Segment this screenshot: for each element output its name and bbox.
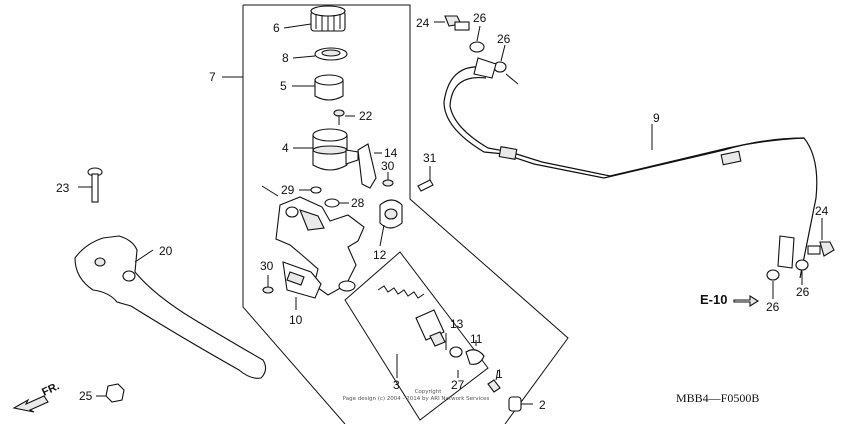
callout-31: 31 [423, 151, 437, 165]
circlip-part-11 [465, 349, 485, 365]
pivot-bolt-part-23 [78, 167, 103, 203]
sealing-washer-part-26-lower-a [766, 269, 780, 299]
callout-24-lower: 24 [815, 204, 829, 218]
callout-3: 3 [393, 378, 400, 392]
reservoir-body-part-4 [293, 128, 359, 171]
leader-lines [396, 333, 499, 381]
banjo-bolt-part-24-upper [434, 15, 470, 31]
switch-part-10 [282, 261, 322, 310]
o-ring-part-29 [299, 186, 322, 194]
banjo-bolt-part-24-lower [807, 218, 835, 257]
screw-part-30-upper [382, 172, 394, 187]
callout-30-upper: 30 [381, 159, 395, 173]
callout-7: 7 [209, 70, 216, 84]
master-cylinder-body [261, 185, 365, 296]
sealing-washer-part-26-lower-b [795, 259, 809, 285]
clamp-part-14 [357, 143, 382, 189]
front-direction-arrow: FR. [12, 380, 61, 413]
section-reference: E-10 [700, 292, 760, 307]
callout-8: 8 [282, 51, 289, 65]
callout-5: 5 [280, 79, 287, 93]
sealing-washer-part-26-upper-a [469, 25, 485, 53]
callout-13: 13 [450, 317, 464, 331]
cap-part-2 [508, 396, 533, 412]
callout-26-lower-b: 26 [796, 285, 810, 299]
callout-28: 28 [351, 196, 365, 210]
callout-11: 11 [470, 332, 483, 346]
clutch-hose-part-9 [443, 57, 818, 279]
callout-numbers: 6 8 7 5 22 4 14 30 31 29 28 23 20 12 30 … [56, 11, 829, 412]
copyright-notice: Copyright Page design (c) 2004 - 2014 by… [343, 389, 490, 402]
front-direction-label: FR. [40, 380, 61, 398]
callout-22: 22 [359, 109, 373, 123]
callout-27: 27 [451, 378, 465, 392]
callout-26-upper-a: 26 [473, 11, 487, 25]
screw-part-22 [333, 109, 355, 125]
assembly-boundary-3 [344, 251, 489, 421]
callout-6: 6 [273, 21, 280, 35]
callout-20: 20 [159, 244, 173, 258]
callout-26-lower-a: 26 [766, 300, 780, 314]
diaphragm-part-5 [292, 74, 344, 101]
callout-24-upper: 24 [416, 16, 430, 30]
boot-part-27 [449, 346, 463, 358]
clutch-lever-part-20 [74, 235, 267, 379]
reservoir-cap-part-6 [283, 5, 346, 32]
callout-29: 29 [281, 183, 295, 197]
diagram-code: MBB4—F0500B [676, 391, 759, 405]
callout-26-upper-b: 26 [497, 32, 511, 46]
callout-9: 9 [653, 111, 660, 125]
screw-part-30-lower [262, 275, 274, 294]
callout-10: 10 [289, 313, 303, 327]
callout-30-lower: 30 [260, 259, 274, 273]
callout-1: 1 [496, 367, 503, 381]
screw-part-31 [417, 166, 434, 192]
assembly-boundary-7 [222, 4, 569, 424]
callout-14: 14 [384, 146, 398, 160]
holder-part-12 [379, 199, 403, 247]
section-ref-label: E-10 [700, 292, 727, 307]
callout-4: 4 [282, 141, 289, 155]
piston-kit [377, 285, 446, 347]
callout-2: 2 [539, 398, 546, 412]
copyright-line-2: Page design (c) 2004 - 2014 by ARI Netwo… [343, 396, 490, 402]
callout-12: 12 [373, 248, 387, 262]
callout-23: 23 [56, 181, 70, 195]
bleed-screw-part-1 [487, 379, 501, 393]
bushing-part-28 [324, 198, 349, 208]
callout-25: 25 [79, 389, 93, 403]
plate-part-8 [292, 47, 348, 61]
sealing-washer-part-26-upper-b [493, 44, 519, 85]
bolt-part-25 [96, 383, 125, 403]
copyright-line-1: Copyright [415, 389, 443, 395]
